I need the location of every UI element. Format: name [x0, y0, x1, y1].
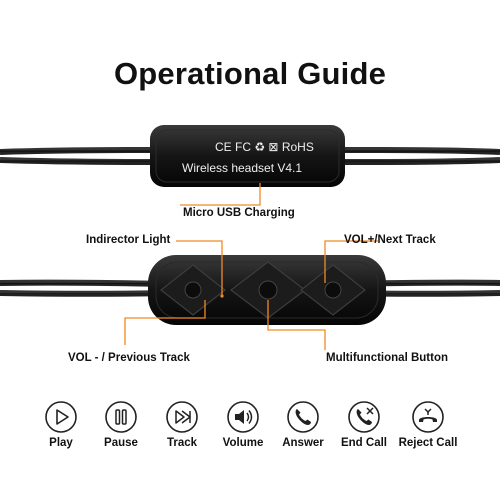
- battery-module: [150, 125, 345, 187]
- answer-item: Answer: [273, 400, 333, 449]
- reject-call-item: Reject Call: [398, 400, 458, 449]
- answer-label: Answer: [282, 437, 324, 449]
- callout-lines: [124, 183, 378, 350]
- pause-icon: [105, 401, 137, 433]
- end-call-label: End Call: [340, 437, 387, 449]
- vol-down-pad[interactable]: [160, 264, 226, 316]
- pause-item: Pause: [91, 400, 151, 449]
- callout-vol-down: VOL - / Previous Track: [68, 352, 190, 364]
- callout-indicator-light: Indirector Light: [86, 234, 171, 246]
- vol-up-pad[interactable]: [300, 264, 366, 316]
- pause-label: Pause: [104, 437, 138, 449]
- model-text: Wireless headset V4.1: [182, 161, 303, 175]
- track-item: Track: [152, 400, 212, 449]
- function-icon-row: Play Pause Track Volume Answe: [0, 400, 500, 460]
- callout-multifunction: Multifunctional Button: [326, 352, 448, 364]
- reject-call-icon: [412, 401, 444, 433]
- volume-item: Volume: [213, 400, 273, 449]
- track-icon: [166, 401, 198, 433]
- reject-call-label: Reject Call: [398, 437, 458, 449]
- callout-usb-charging: Micro USB Charging: [183, 207, 295, 219]
- volume-label: Volume: [222, 437, 264, 449]
- callout-vol-up: VOL+/Next Track: [344, 234, 436, 246]
- end-call-icon: [348, 401, 380, 433]
- play-label: Play: [49, 437, 73, 449]
- end-call-item: End Call: [334, 400, 394, 449]
- remote-module: [148, 255, 386, 325]
- page-title: Operational Guide: [113, 56, 387, 91]
- play-item: Play: [31, 400, 91, 449]
- answer-icon: [287, 401, 319, 433]
- upper-cable: [0, 147, 500, 165]
- certification-marks: CE FC ♻ ⊠ RoHS: [215, 140, 314, 154]
- track-label: Track: [166, 437, 198, 449]
- play-icon: [45, 401, 77, 433]
- volume-icon: [227, 401, 259, 433]
